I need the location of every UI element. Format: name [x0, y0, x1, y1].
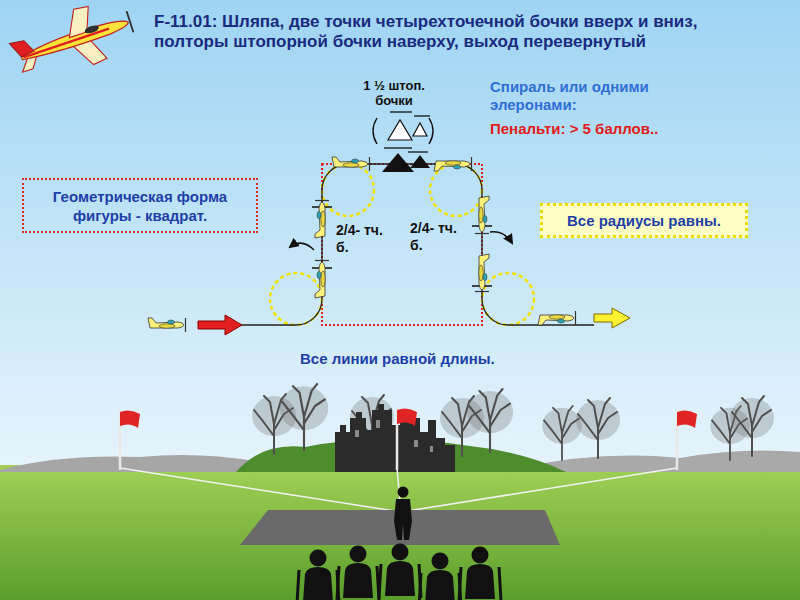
roll-point-ticks	[312, 207, 492, 286]
note-text: Все линии равной длины.	[300, 350, 570, 368]
spectators	[337, 546, 379, 600]
figure-planes	[148, 318, 186, 332]
label-holder: Пенальти: > 5 баллов..	[490, 120, 730, 138]
flight-path	[240, 164, 594, 325]
note-text: Спираль или одними элеронами:	[490, 78, 672, 114]
spectators	[379, 544, 421, 599]
roll-callout: 1 ½ штоп. бочки	[356, 78, 432, 108]
label-holder: 2/4- тч. б.	[410, 220, 462, 254]
figure-planes	[332, 157, 370, 171]
figure-planes	[315, 261, 329, 299]
sky	[0, 0, 800, 470]
castle-silhouette	[335, 404, 455, 472]
label-holder: Все линии равной длины.	[300, 350, 570, 368]
trees	[280, 384, 328, 450]
roll-notation-symbols	[413, 123, 427, 136]
figure-square-outline	[322, 164, 482, 325]
roll-direction-arrows	[290, 243, 314, 250]
figure-planes	[475, 254, 489, 292]
roll-notation-symbols	[410, 155, 430, 168]
note-box: Геометрическая форма фигуры - квадрат.	[22, 178, 258, 233]
sky	[0, 0, 800, 470]
figure-title: F-11.01: Шляпа, две точки четырехточечно…	[154, 12, 769, 52]
spectators	[297, 550, 339, 600]
entry-arrow	[198, 315, 242, 335]
roll-notation-symbols	[382, 153, 414, 172]
figure-planes	[475, 196, 489, 234]
trees	[467, 389, 513, 452]
castle-silhouette	[355, 430, 359, 437]
pilot-silhouette	[394, 499, 412, 540]
trees	[730, 396, 774, 456]
entry-arrow	[198, 315, 242, 335]
figure-square-outline	[322, 164, 482, 325]
roll-notation-symbols	[373, 112, 433, 172]
stunt-plane-logo	[23, 29, 109, 58]
roll-callout: 2/4- тч. б.	[336, 222, 388, 256]
ground	[0, 465, 800, 600]
stunt-plane-logo	[5, 0, 139, 87]
note-box: Все радиусы равны.	[540, 203, 748, 238]
stunt-plane-logo	[9, 37, 34, 59]
ground	[0, 465, 800, 600]
roll-notation-symbols	[390, 111, 412, 112]
castle-silhouette	[430, 446, 433, 452]
exit-arrow	[594, 308, 630, 328]
label-holder: 1 ½ штоп. бочки	[356, 78, 432, 108]
spectators	[419, 553, 461, 600]
label-holder: Спираль или одними элеронами:	[490, 78, 672, 114]
penalty-note: Пенальти: > 5 баллов..	[490, 120, 730, 138]
roll-callout: 2/4- тч. б.	[410, 220, 462, 254]
box-text: Геометрическая форма фигуры - квадрат.	[30, 187, 250, 225]
pilot-silhouette	[394, 487, 412, 541]
label-holder: 2/4- тч. б.	[336, 222, 388, 256]
radius-circles	[270, 164, 534, 325]
roll-notation-symbols	[373, 118, 377, 144]
roll-notation-symbols	[388, 120, 412, 140]
flight-path	[240, 164, 594, 325]
stunt-plane-logo	[84, 24, 100, 35]
flags	[397, 408, 417, 426]
pilot-silhouette	[398, 487, 409, 498]
roll-notation-symbols	[408, 151, 428, 152]
box-content: Геометрическая форма фигуры - квадрат.	[30, 187, 250, 225]
flags	[677, 410, 697, 428]
roll-notation-symbols	[429, 118, 433, 144]
figure-planes	[434, 157, 472, 171]
spectators	[297, 544, 501, 600]
castle-silhouette	[376, 420, 380, 428]
trees	[542, 406, 582, 460]
figure-planes	[315, 201, 329, 239]
figure-planes	[148, 157, 576, 332]
exit-arrow	[594, 308, 630, 328]
roll-notation-symbols	[414, 115, 430, 116]
roll-direction-arrows	[490, 232, 512, 243]
trees	[252, 384, 774, 460]
box-text: Все радиусы равны.	[567, 211, 721, 230]
flags	[120, 408, 697, 470]
castle-silhouette	[414, 440, 418, 447]
trees	[576, 398, 620, 458]
figure-planes	[538, 311, 576, 325]
stunt-plane-logo	[127, 11, 134, 32]
spectators	[459, 547, 501, 600]
box-content: Все радиусы равны.	[567, 211, 721, 230]
roll-notation-symbols	[384, 147, 412, 148]
title-holder: F-11.01: Шляпа, две точки четырехточечно…	[154, 12, 769, 52]
castle-silhouette	[335, 404, 455, 472]
flags	[120, 410, 140, 428]
